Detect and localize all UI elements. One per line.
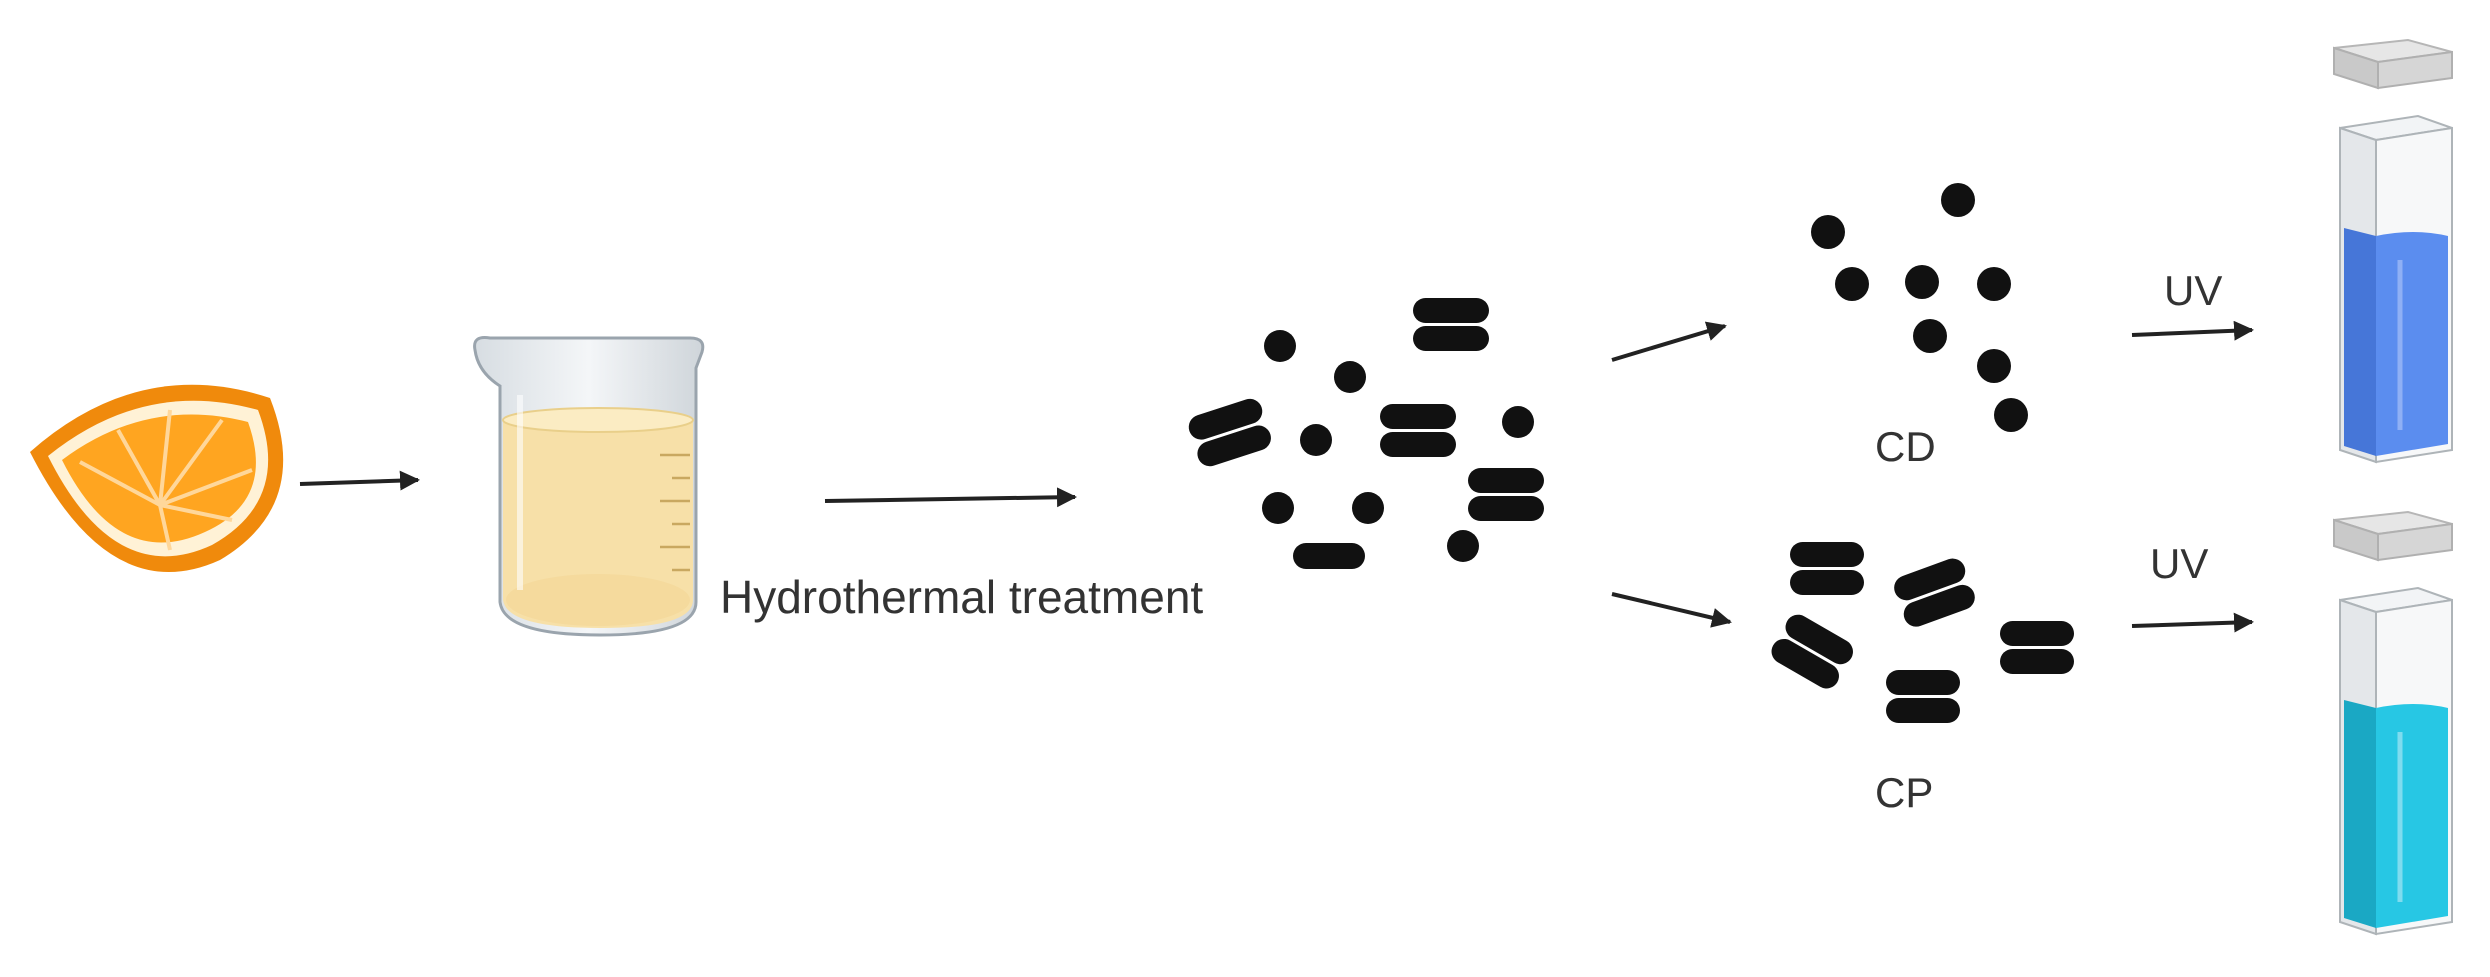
sheet-particle bbox=[1771, 614, 1853, 689]
dot-particle bbox=[1502, 406, 1534, 438]
cuvette-icon bbox=[2333, 510, 2453, 936]
cp-label: CP bbox=[1875, 769, 1934, 816]
dot-particle bbox=[1811, 215, 1845, 249]
dot-particle bbox=[1352, 492, 1384, 524]
dot-particle bbox=[1264, 330, 1296, 362]
orange-slice-icon bbox=[30, 384, 284, 573]
sheet-particle bbox=[1894, 558, 1975, 627]
cuvette-cap bbox=[2333, 510, 2453, 562]
dot-particle bbox=[1262, 492, 1294, 524]
cuvette-icon bbox=[2333, 38, 2453, 464]
sheet-particle bbox=[1293, 543, 1365, 569]
cuvette-cap bbox=[2333, 38, 2453, 90]
arrow-hydrothermal bbox=[824, 487, 1077, 508]
dot-particle bbox=[1447, 530, 1479, 562]
arrow-orange-to-beaker bbox=[299, 470, 420, 491]
sheet-particle bbox=[1790, 542, 1864, 595]
cuvette-fluorescence-top bbox=[2376, 232, 2448, 456]
arrow-to-cd bbox=[1611, 321, 1727, 362]
sheet-particle bbox=[2000, 621, 2074, 674]
sheet-particle bbox=[1380, 404, 1456, 457]
mixed-particles bbox=[1188, 298, 1544, 569]
uv-label-top: UV bbox=[2164, 267, 2223, 314]
hydrothermal-label: Hydrothermal treatment bbox=[720, 571, 1204, 623]
cp-particles bbox=[1771, 542, 2074, 723]
dot-particle bbox=[1977, 267, 2011, 301]
cd-label: CD bbox=[1875, 423, 1936, 470]
dot-particle bbox=[1941, 183, 1975, 217]
arrow-uv-top bbox=[2131, 320, 2254, 341]
dot-particle bbox=[1994, 398, 2028, 432]
dot-particle bbox=[1913, 319, 1947, 353]
sheet-particle bbox=[1188, 398, 1271, 467]
beaker-icon bbox=[473, 336, 705, 637]
arrow-uv-bottom bbox=[2131, 612, 2254, 633]
cd-particles bbox=[1811, 183, 2028, 432]
cuvette-fluorescence-bottom bbox=[2376, 704, 2448, 928]
uv-label-bottom: UV bbox=[2150, 540, 2209, 587]
dot-particle bbox=[1334, 361, 1366, 393]
sheet-particle bbox=[1886, 670, 1960, 723]
dot-particle bbox=[1300, 424, 1332, 456]
sheet-particle bbox=[1468, 468, 1544, 521]
sheet-particle bbox=[1413, 298, 1489, 351]
dot-particle bbox=[1977, 349, 2011, 383]
dot-particle bbox=[1905, 265, 1939, 299]
dot-particle bbox=[1835, 267, 1869, 301]
arrow-to-cp bbox=[1611, 592, 1732, 628]
